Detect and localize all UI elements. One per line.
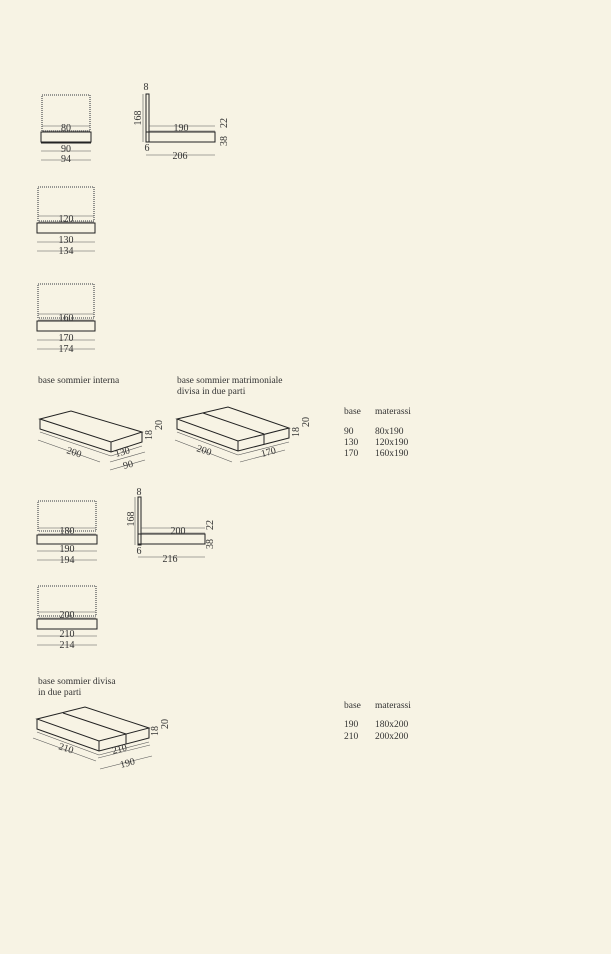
sommier-matrimoniale-title-line2: divisa in due parti (177, 387, 246, 397)
front-view-bed-190: 180 190 194 (36, 500, 98, 566)
outer-width-label: 130 (114, 445, 131, 460)
length-label: 200 (65, 445, 83, 460)
base-width-label: 90 (61, 144, 71, 155)
front-view-bed-90: 80 90 94 (40, 94, 92, 165)
height-20-label: 20 (154, 420, 165, 430)
table-cell-materassi: 80x190 (375, 427, 404, 437)
height-label: 168 (126, 512, 137, 527)
outer-width-label: 210 (111, 742, 128, 757)
base-height-label: 38 (219, 136, 230, 146)
overall-width-label: 194 (60, 555, 75, 566)
sommier-matrimoniale-iso: 200 170 18 20 (174, 406, 312, 463)
overall-width-label: 134 (59, 246, 74, 257)
height-18-label: 18 (291, 427, 302, 437)
height-20-label: 20 (160, 719, 171, 729)
side-view-single: 8 168 190 6 206 38 22 (133, 82, 230, 162)
mattress-width-label: 180 (60, 526, 75, 537)
height-18-label: 18 (150, 726, 161, 736)
sommier-divisa-iso: 210 210 190 18 20 (32, 706, 171, 771)
sommier-interna-title: base sommier interna (38, 376, 120, 386)
table-cell-base: 170 (344, 449, 359, 459)
table-header-base: base (344, 701, 361, 711)
sommier-divisa-title-line2: in due parti (38, 688, 82, 698)
table-cell-base: 90 (344, 427, 354, 437)
mattress-width-label: 200 (60, 610, 75, 621)
table-cell-materassi: 160x190 (375, 449, 409, 459)
inner-width-label: 90 (122, 459, 135, 472)
base-width-label: 190 (60, 544, 75, 555)
base-width-label: 170 (59, 333, 74, 344)
height-18-label: 18 (144, 430, 155, 440)
front-view-bed-210: 200 210 214 (36, 585, 98, 651)
overall-width-label: 94 (61, 154, 71, 165)
sommier-interna-iso: 200 130 90 18 20 (37, 410, 165, 472)
table-cell-base: 130 (344, 438, 359, 448)
size-table-1: base materassi 90 80x190 130 120x190 170… (344, 407, 411, 459)
table-cell-base: 210 (344, 732, 359, 742)
sommier-divisa-title-line1: base sommier divisa (38, 677, 116, 687)
base-height-label: 38 (205, 539, 216, 549)
height-20-label: 20 (301, 417, 312, 427)
table-cell-materassi: 200x200 (375, 732, 409, 742)
overall-width-label: 174 (59, 344, 74, 355)
foot-label: 6 (137, 546, 142, 557)
overall-length-label: 216 (163, 554, 178, 565)
table-header-materassi: materassi (375, 407, 411, 417)
mattress-height-label: 22 (219, 118, 230, 128)
length-label: 210 (57, 741, 75, 756)
base-width-label: 210 (60, 629, 75, 640)
mattress-width-label: 160 (59, 313, 74, 324)
mattress-width-label: 120 (59, 214, 74, 225)
size-table-2: base materassi 190 180x200 210 200x200 (344, 701, 411, 742)
front-view-bed-170: 160 170 174 (36, 283, 96, 355)
table-cell-materassi: 120x190 (375, 438, 409, 448)
front-view-bed-130: 130 120 134 (36, 186, 96, 257)
sommier-matrimoniale-title-line1: base sommier matrimoniale (177, 376, 283, 386)
length-label: 200 (195, 443, 213, 458)
overall-width-label: 214 (60, 640, 75, 651)
table-cell-base: 190 (344, 720, 359, 730)
mattress-length-label: 190 (174, 123, 189, 134)
width-label: 170 (260, 445, 277, 460)
overall-length-label: 206 (173, 151, 188, 162)
table-header-base: base (344, 407, 361, 417)
foot-label: 6 (145, 143, 150, 154)
height-label: 168 (133, 111, 144, 126)
table-cell-materassi: 180x200 (375, 720, 409, 730)
inner-width-label: 190 (119, 756, 136, 771)
base-width-label: 130 (59, 235, 74, 246)
headboard-thickness-label: 8 (144, 82, 149, 93)
mattress-length-label: 200 (171, 526, 186, 537)
headboard-thickness-label: 8 (137, 487, 142, 498)
mattress-width-label: 80 (61, 123, 71, 134)
mattress-height-label: 22 (205, 520, 216, 530)
side-view-double: 8 168 200 6 216 38 22 (126, 487, 216, 565)
table-header-materassi: materassi (375, 701, 411, 711)
